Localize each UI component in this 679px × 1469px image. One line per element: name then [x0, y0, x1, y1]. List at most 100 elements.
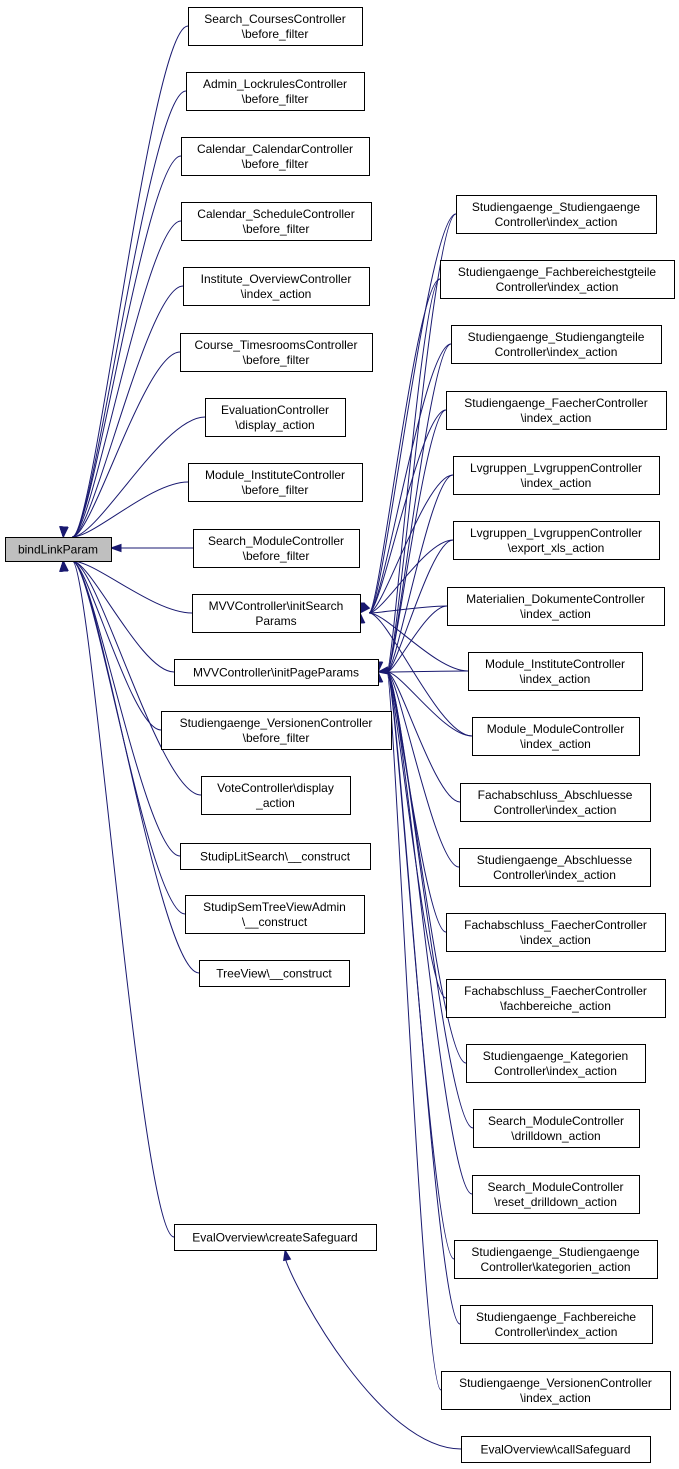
graph-node[interactable]: Module_InstituteController\before_filter — [188, 463, 363, 502]
node-label: Fachabschluss_Abschluesse — [478, 788, 633, 802]
node-label: \index_action — [520, 1391, 591, 1405]
node-label: \__construct — [242, 915, 308, 929]
graph-node[interactable]: Search_ModuleController\reset_drilldown_… — [472, 1175, 640, 1214]
graph-node[interactable]: EvalOverview\callSafeguard — [461, 1436, 651, 1463]
node-label: Controller\index_action — [496, 280, 619, 294]
graph-node[interactable]: TreeView\__construct — [199, 960, 350, 987]
edge-line — [386, 671, 460, 868]
graph-edge — [283, 1248, 462, 1450]
node-label: \index_action — [521, 476, 592, 490]
graph-node[interactable]: Studiengaenge_FachbereichestgteileContro… — [440, 260, 675, 299]
graph-node[interactable]: Studiengaenge_AbschluesseController\inde… — [459, 848, 651, 887]
graph-node[interactable]: Admin_LockrulesController\before_filter — [186, 72, 365, 111]
edge-line — [72, 351, 181, 538]
node-label: \before_filter — [243, 549, 310, 563]
edge-line — [72, 560, 181, 857]
graph-edge — [59, 155, 182, 539]
node-box — [460, 783, 651, 822]
edge-line — [72, 560, 202, 796]
graph-node[interactable]: Fachabschluss_FaecherController\index_ac… — [446, 913, 666, 952]
node-label: Controller\index_action — [493, 868, 616, 882]
arrowhead-icon — [358, 602, 371, 615]
node-box — [185, 895, 365, 934]
node-box — [183, 267, 370, 306]
node-label: EvalOverview\createSafeguard — [192, 1231, 357, 1245]
node-box — [161, 711, 392, 750]
node-box — [456, 195, 657, 234]
graph-node[interactable]: Institute_OverviewController\index_actio… — [183, 267, 370, 306]
edge-line — [368, 213, 457, 614]
node-label: Controller\index_action — [494, 803, 617, 817]
graph-node[interactable]: EvaluationController\display_action — [205, 398, 346, 437]
graph-edge — [59, 559, 175, 1238]
node-box — [174, 659, 379, 686]
graph-edge — [59, 559, 200, 974]
node-label: \index_action — [520, 933, 591, 947]
graph-edge — [356, 278, 441, 615]
graph-edge — [374, 409, 447, 674]
node-label: \before_filter — [243, 353, 310, 367]
node-label: Params — [255, 614, 296, 628]
graph-node[interactable]: Fachabschluss_AbschluesseController\inde… — [460, 783, 651, 822]
graph-node[interactable]: Studiengaenge_StudiengaengeController\ka… — [454, 1240, 658, 1279]
edge-line — [386, 671, 474, 1129]
graph-node[interactable]: Search_ModuleController\drilldown_action — [473, 1109, 640, 1148]
graph-edge — [374, 343, 452, 674]
graph-node[interactable]: Module_ModuleController\index_action — [472, 717, 640, 756]
edge-line — [71, 25, 189, 538]
node-label: Institute_OverviewController — [201, 272, 352, 286]
arrowhead-icon — [109, 543, 122, 553]
graph-node[interactable]: VoteController\display_action — [201, 776, 351, 815]
node-box — [186, 72, 365, 111]
graph-node-root[interactable]: bindLinkParam — [5, 537, 112, 562]
node-label: MVVController\initSearch — [209, 599, 344, 613]
graph-node[interactable]: MVVController\initPageParams — [174, 659, 379, 686]
node-label: Fachabschluss_FaecherController — [464, 918, 647, 932]
graph-node[interactable]: StudipLitSearch\__construct — [180, 843, 371, 870]
graph-node[interactable]: Materialien_DokumenteController\index_ac… — [447, 587, 665, 626]
graph-node[interactable]: StudipSemTreeViewAdmin\__construct — [185, 895, 365, 934]
graph-node[interactable]: Lvgruppen_LvgruppenController\index_acti… — [453, 456, 660, 495]
edge-line — [71, 560, 175, 1238]
graph-node[interactable]: Studiengaenge_VersionenController\before… — [161, 711, 392, 750]
node-label: Studiengaenge_FaecherController — [464, 396, 647, 410]
graph-node[interactable]: Studiengaenge_StudiengaengeController\in… — [456, 195, 657, 234]
graph-node[interactable]: Calendar_ScheduleController\before_filte… — [181, 202, 372, 241]
node-label: Calendar_ScheduleController — [197, 207, 354, 221]
node-label: Lvgruppen_LvgruppenController — [470, 526, 642, 540]
edge-line — [386, 671, 461, 1325]
node-label: Calendar_CalendarController — [197, 142, 353, 156]
node-label: bindLinkParam — [18, 543, 98, 557]
node-label: \reset_drilldown_action — [494, 1195, 617, 1209]
graph-edge — [60, 559, 193, 614]
node-label: Admin_LockrulesController — [203, 77, 347, 91]
graph-node[interactable]: Studiengaenge_KategorienController\index… — [466, 1044, 646, 1083]
graph-node[interactable]: Search_CoursesController\before_filter — [188, 7, 363, 46]
graph-edge — [59, 559, 162, 731]
node-label: Controller\kategorien_action — [480, 1260, 630, 1274]
node-label: Studiengaenge_Studiengaenge — [472, 200, 640, 214]
graph-node[interactable]: Studiengaenge_FachbereicheController\ind… — [460, 1305, 653, 1344]
edge-line — [72, 560, 200, 974]
node-box — [472, 1175, 640, 1214]
graph-edge — [356, 539, 454, 615]
graph-node[interactable]: Studiengaenge_StudiengangteileController… — [451, 325, 662, 364]
graph-node[interactable]: Module_InstituteController\index_action — [468, 652, 643, 691]
edge-line — [386, 539, 454, 673]
graph-node[interactable]: Fachabschluss_FaecherController\fachbere… — [446, 979, 666, 1018]
node-label: StudipSemTreeViewAdmin — [203, 900, 346, 914]
graph-edge — [59, 25, 189, 539]
graph-node[interactable]: Studiengaenge_FaecherController\index_ac… — [446, 391, 667, 430]
graph-node[interactable]: Lvgruppen_LvgruppenController\export_xls… — [453, 521, 660, 560]
graph-node[interactable]: Studiengaenge_VersionenController\index_… — [441, 1371, 671, 1410]
graph-node[interactable]: Calendar_CalendarController\before_filte… — [181, 137, 370, 176]
arrowhead-icon — [59, 559, 68, 572]
node-box — [453, 521, 660, 560]
graph-node[interactable]: EvalOverview\createSafeguard — [174, 1224, 377, 1251]
edge-line — [71, 90, 187, 538]
node-label: Controller\index_action — [495, 215, 618, 229]
graph-node[interactable]: Course_TimesroomsController\before_filte… — [180, 333, 373, 372]
graph-node[interactable]: Search_ModuleController\before_filter — [193, 529, 360, 568]
node-label: Lvgruppen_LvgruppenController — [470, 461, 642, 475]
